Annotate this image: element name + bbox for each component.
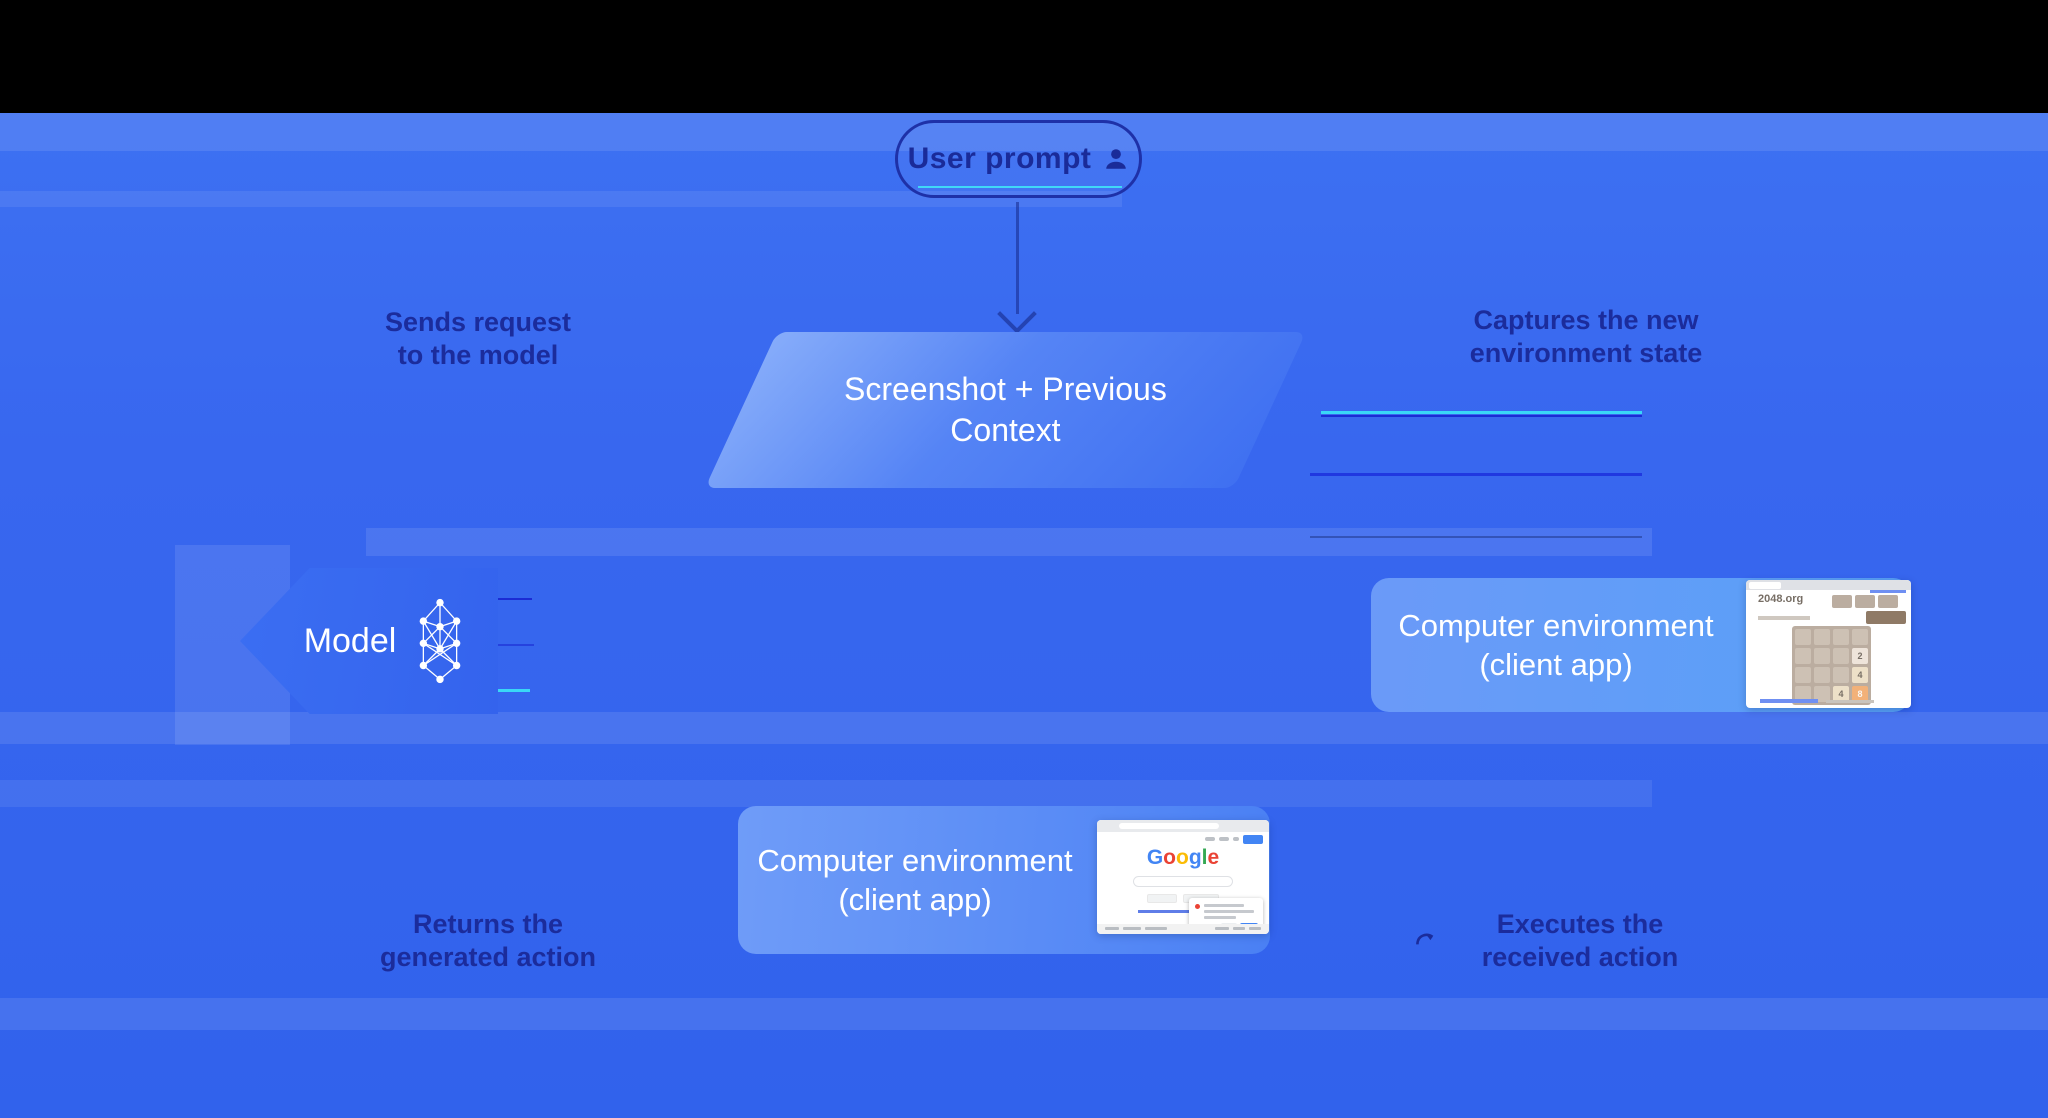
google-search-button: [1147, 894, 1177, 903]
curve-arrow-icon: [1416, 933, 1434, 945]
page-footer: [1097, 924, 1269, 934]
text-placeholder: [1826, 700, 1874, 703]
score-box: [1878, 595, 1898, 608]
google-logo-letter: e: [1207, 846, 1220, 869]
footer-link-placeholder: [1105, 927, 1119, 930]
google-logo-letter: o: [1163, 846, 1176, 869]
dialog-text-placeholder: [1204, 916, 1236, 919]
empty-cell: [1814, 686, 1830, 702]
dialog-text-placeholder: [1204, 910, 1254, 913]
address-bar: [1119, 823, 1219, 829]
browser-tab: [1749, 582, 1781, 589]
neural-network-icon: [419, 598, 461, 684]
screenshot-context-label: Screenshot + Previous Context: [844, 371, 1167, 448]
screenshot-context-node: Screenshot + Previous Context: [704, 332, 1307, 488]
loop-band: [0, 780, 1652, 807]
user-prompt-label: User prompt: [907, 142, 1092, 175]
apps-grid-icon: [1233, 837, 1239, 841]
footer-link-placeholder: [1145, 927, 1167, 930]
tile-8: 8: [1852, 686, 1868, 702]
google-logo-letter: G: [1146, 846, 1164, 869]
language-link-placeholder: [1138, 910, 1228, 913]
empty-cell: [1795, 629, 1811, 645]
user-prompt-pill: User prompt: [895, 120, 1142, 198]
dialog-text-placeholder: [1204, 904, 1244, 907]
empty-cell: [1833, 667, 1849, 683]
model-node: Model: [240, 568, 498, 714]
google-search-screenshot: Google: [1097, 820, 1269, 934]
tile-4: 4: [1852, 667, 1868, 683]
loop-band: [0, 998, 2048, 1030]
nav-link-placeholder: [1205, 837, 1215, 841]
empty-cell: [1814, 667, 1830, 683]
arrow-label-executes-action: Executes the received action: [1481, 909, 1679, 972]
nav-link-placeholder: [1219, 837, 1229, 841]
empty-cell: [1833, 648, 1849, 664]
browser-chrome: [1097, 820, 1269, 832]
empty-cell: [1833, 629, 1849, 645]
user-icon: [1106, 149, 1127, 169]
streak-line: [1310, 536, 1642, 538]
link-placeholder: [1870, 590, 1906, 593]
dialog-icon: [1195, 904, 1200, 909]
streak-line: [1321, 411, 1642, 414]
arrow-label-returns-action: Returns the generated action: [379, 909, 597, 972]
empty-cell: [1795, 648, 1811, 664]
browser-chrome: [1746, 580, 1911, 590]
empty-cell: [1852, 629, 1868, 645]
site-title: 2048.org: [1758, 593, 1804, 605]
loop-band: [366, 528, 1652, 556]
new-game-button: [1866, 611, 1906, 624]
score-box: [1855, 595, 1875, 608]
google-logo-letter: l: [1201, 846, 1208, 869]
tile-2: 2: [1852, 648, 1868, 664]
connector-line: [1016, 202, 1019, 314]
google-logo-letter: g: [1188, 846, 1202, 869]
empty-cell: [1814, 629, 1830, 645]
computer-environment-label: Computer environment (client app): [757, 843, 1073, 917]
empty-cell: [1795, 667, 1811, 683]
model-label: Model: [303, 621, 397, 660]
empty-cell: [1795, 686, 1811, 702]
google-logo-letter: o: [1175, 846, 1189, 869]
chevron-down-icon: [997, 294, 1037, 334]
loop-band: [0, 712, 2048, 744]
streak-line: [1310, 473, 1642, 476]
footer-link-placeholder: [1249, 927, 1261, 930]
link-placeholder: [1760, 699, 1818, 703]
footer-link-placeholder: [1233, 927, 1245, 930]
letterbox-top-bar: [0, 0, 2048, 113]
footer-link-placeholder: [1123, 927, 1141, 930]
tile-4: 4: [1833, 686, 1849, 702]
text-placeholder: [1758, 616, 1810, 620]
arrow-label-captures-state: Captures the new environment state: [1469, 305, 1703, 368]
arrow-label-send-request: Sends request to the model: [384, 307, 572, 370]
google-logo: Google: [1097, 846, 1269, 870]
empty-cell: [1814, 648, 1830, 664]
search-input: [1133, 876, 1233, 887]
sign-in-button: [1243, 835, 1263, 844]
score-box: [1832, 595, 1852, 608]
computer-environment-label: Computer environment (client app): [1398, 608, 1714, 682]
footer-link-placeholder: [1215, 927, 1229, 930]
streak-line: [1321, 415, 1642, 417]
